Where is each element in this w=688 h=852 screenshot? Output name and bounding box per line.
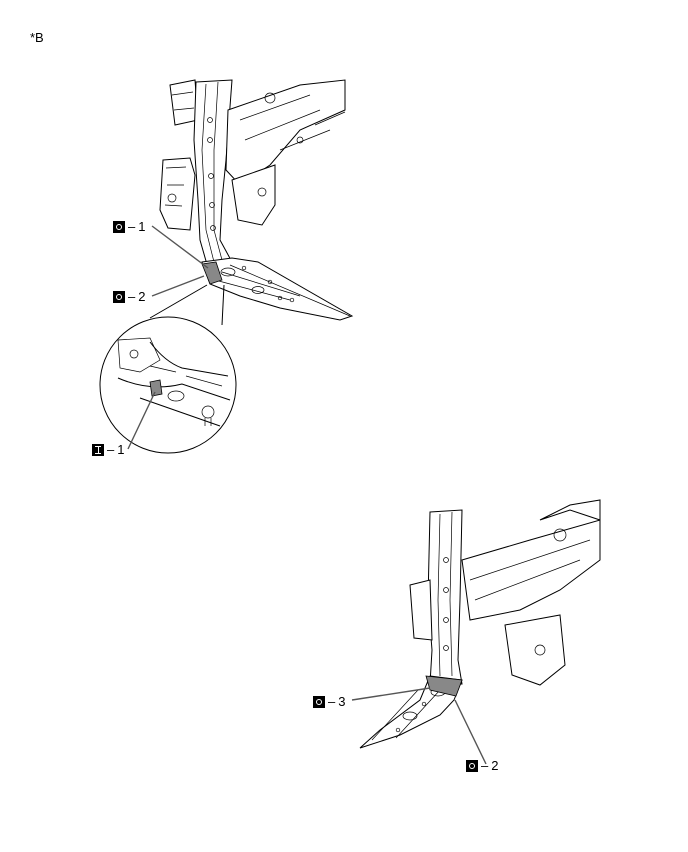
callout-o-2-upper: – 2 — [113, 290, 145, 304]
callout-o-3: – 3 — [313, 695, 345, 709]
detail-magnifier — [99, 316, 237, 454]
lower-pillar-assembly — [359, 499, 601, 749]
callout-symbol-o-icon — [313, 696, 325, 708]
callout-dash: – — [128, 219, 136, 234]
leader-lines — [127, 225, 487, 765]
callout-dash: – — [328, 694, 336, 709]
callout-symbol-o-icon — [113, 291, 125, 303]
callout-i-1: – 1 — [92, 443, 124, 457]
callout-dash: – — [128, 289, 136, 304]
upper-pillar-assembly — [149, 79, 354, 326]
callout-symbol-o-icon — [466, 760, 478, 772]
view-label: *B — [30, 30, 44, 45]
callout-number: 2 — [138, 289, 146, 304]
callout-symbol-o-icon — [113, 221, 125, 233]
callout-o-2-lower: – 2 — [466, 759, 498, 773]
callout-number: 3 — [338, 694, 346, 709]
callout-number: 1 — [138, 219, 146, 234]
callout-o-1: – 1 — [113, 220, 145, 234]
callout-dash: – — [481, 758, 489, 773]
callout-number: 2 — [491, 758, 499, 773]
callout-symbol-i-icon — [92, 444, 104, 456]
callout-number: 1 — [117, 442, 125, 457]
callout-dash: – — [107, 442, 115, 457]
